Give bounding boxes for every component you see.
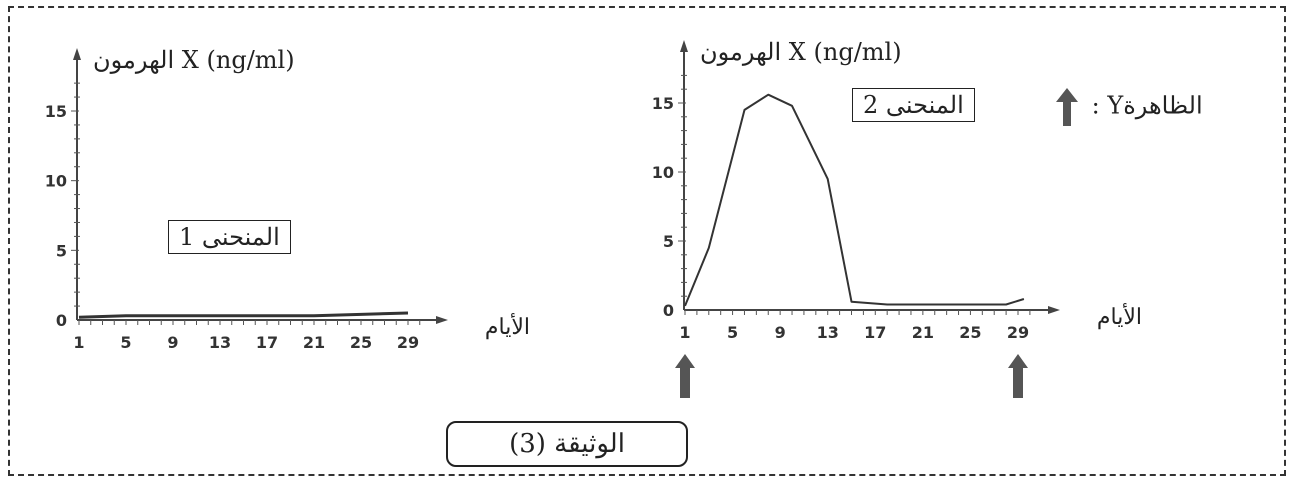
y-axis-label: الهرمون X (ng/ml): [93, 46, 295, 74]
y-axis-arrowhead: [73, 48, 81, 60]
x-tick-label: 29: [397, 333, 419, 352]
series-line: [78, 311, 409, 319]
phenomenon-arrow: [1008, 354, 1028, 398]
x-axis-arrowhead: [436, 316, 448, 324]
x-tick-label: 29: [1007, 323, 1029, 342]
up-arrow-icon: [1056, 88, 1078, 126]
document-label: الوثيقة (3): [446, 421, 688, 467]
x-tick-label: 25: [959, 323, 981, 342]
x-axis-label: الأيام: [485, 312, 530, 340]
x-tick-label: 13: [817, 323, 839, 342]
x-tick-label: 13: [209, 333, 231, 352]
y-tick-label: 15: [652, 94, 674, 113]
y-tick-label: 10: [652, 163, 674, 182]
x-tick-label: 21: [303, 333, 325, 352]
x-tick-label: 5: [727, 323, 738, 342]
x-tick-label: 9: [167, 333, 178, 352]
x-tick-label: 1: [73, 333, 84, 352]
curve-1-label: المنحنى 1: [168, 220, 291, 254]
phenomenon-arrow: [675, 354, 695, 398]
x-tick-label: 5: [120, 333, 131, 352]
x-tick-label: 9: [775, 323, 786, 342]
x-axis-arrowhead: [1048, 306, 1060, 314]
x-axis-label: الأيام: [1097, 302, 1142, 330]
y-tick-label: 15: [45, 102, 67, 121]
document-frame: [8, 6, 1286, 476]
x-tick-label: 1: [679, 323, 690, 342]
y-tick-label: 10: [45, 172, 67, 191]
y-tick-label: 0: [663, 301, 674, 320]
x-tick-label: 25: [350, 333, 372, 352]
series-line: [684, 93, 1025, 307]
y-axis-label: الهرمون X (ng/ml): [700, 38, 902, 66]
y-tick-label: 5: [56, 241, 67, 260]
y-tick-label: 5: [663, 232, 674, 251]
phenomenon-legend: الظاهرةY :: [1056, 88, 1203, 126]
phenomenon-text: الظاهرةY :: [1091, 91, 1203, 120]
y-axis-arrowhead: [680, 40, 688, 52]
x-tick-label: 21: [912, 323, 934, 342]
x-tick-label: 17: [256, 333, 278, 352]
curve-2-label: المنحنى 2: [852, 88, 975, 122]
x-tick-label: 17: [864, 323, 886, 342]
y-tick-label: 0: [56, 311, 67, 330]
